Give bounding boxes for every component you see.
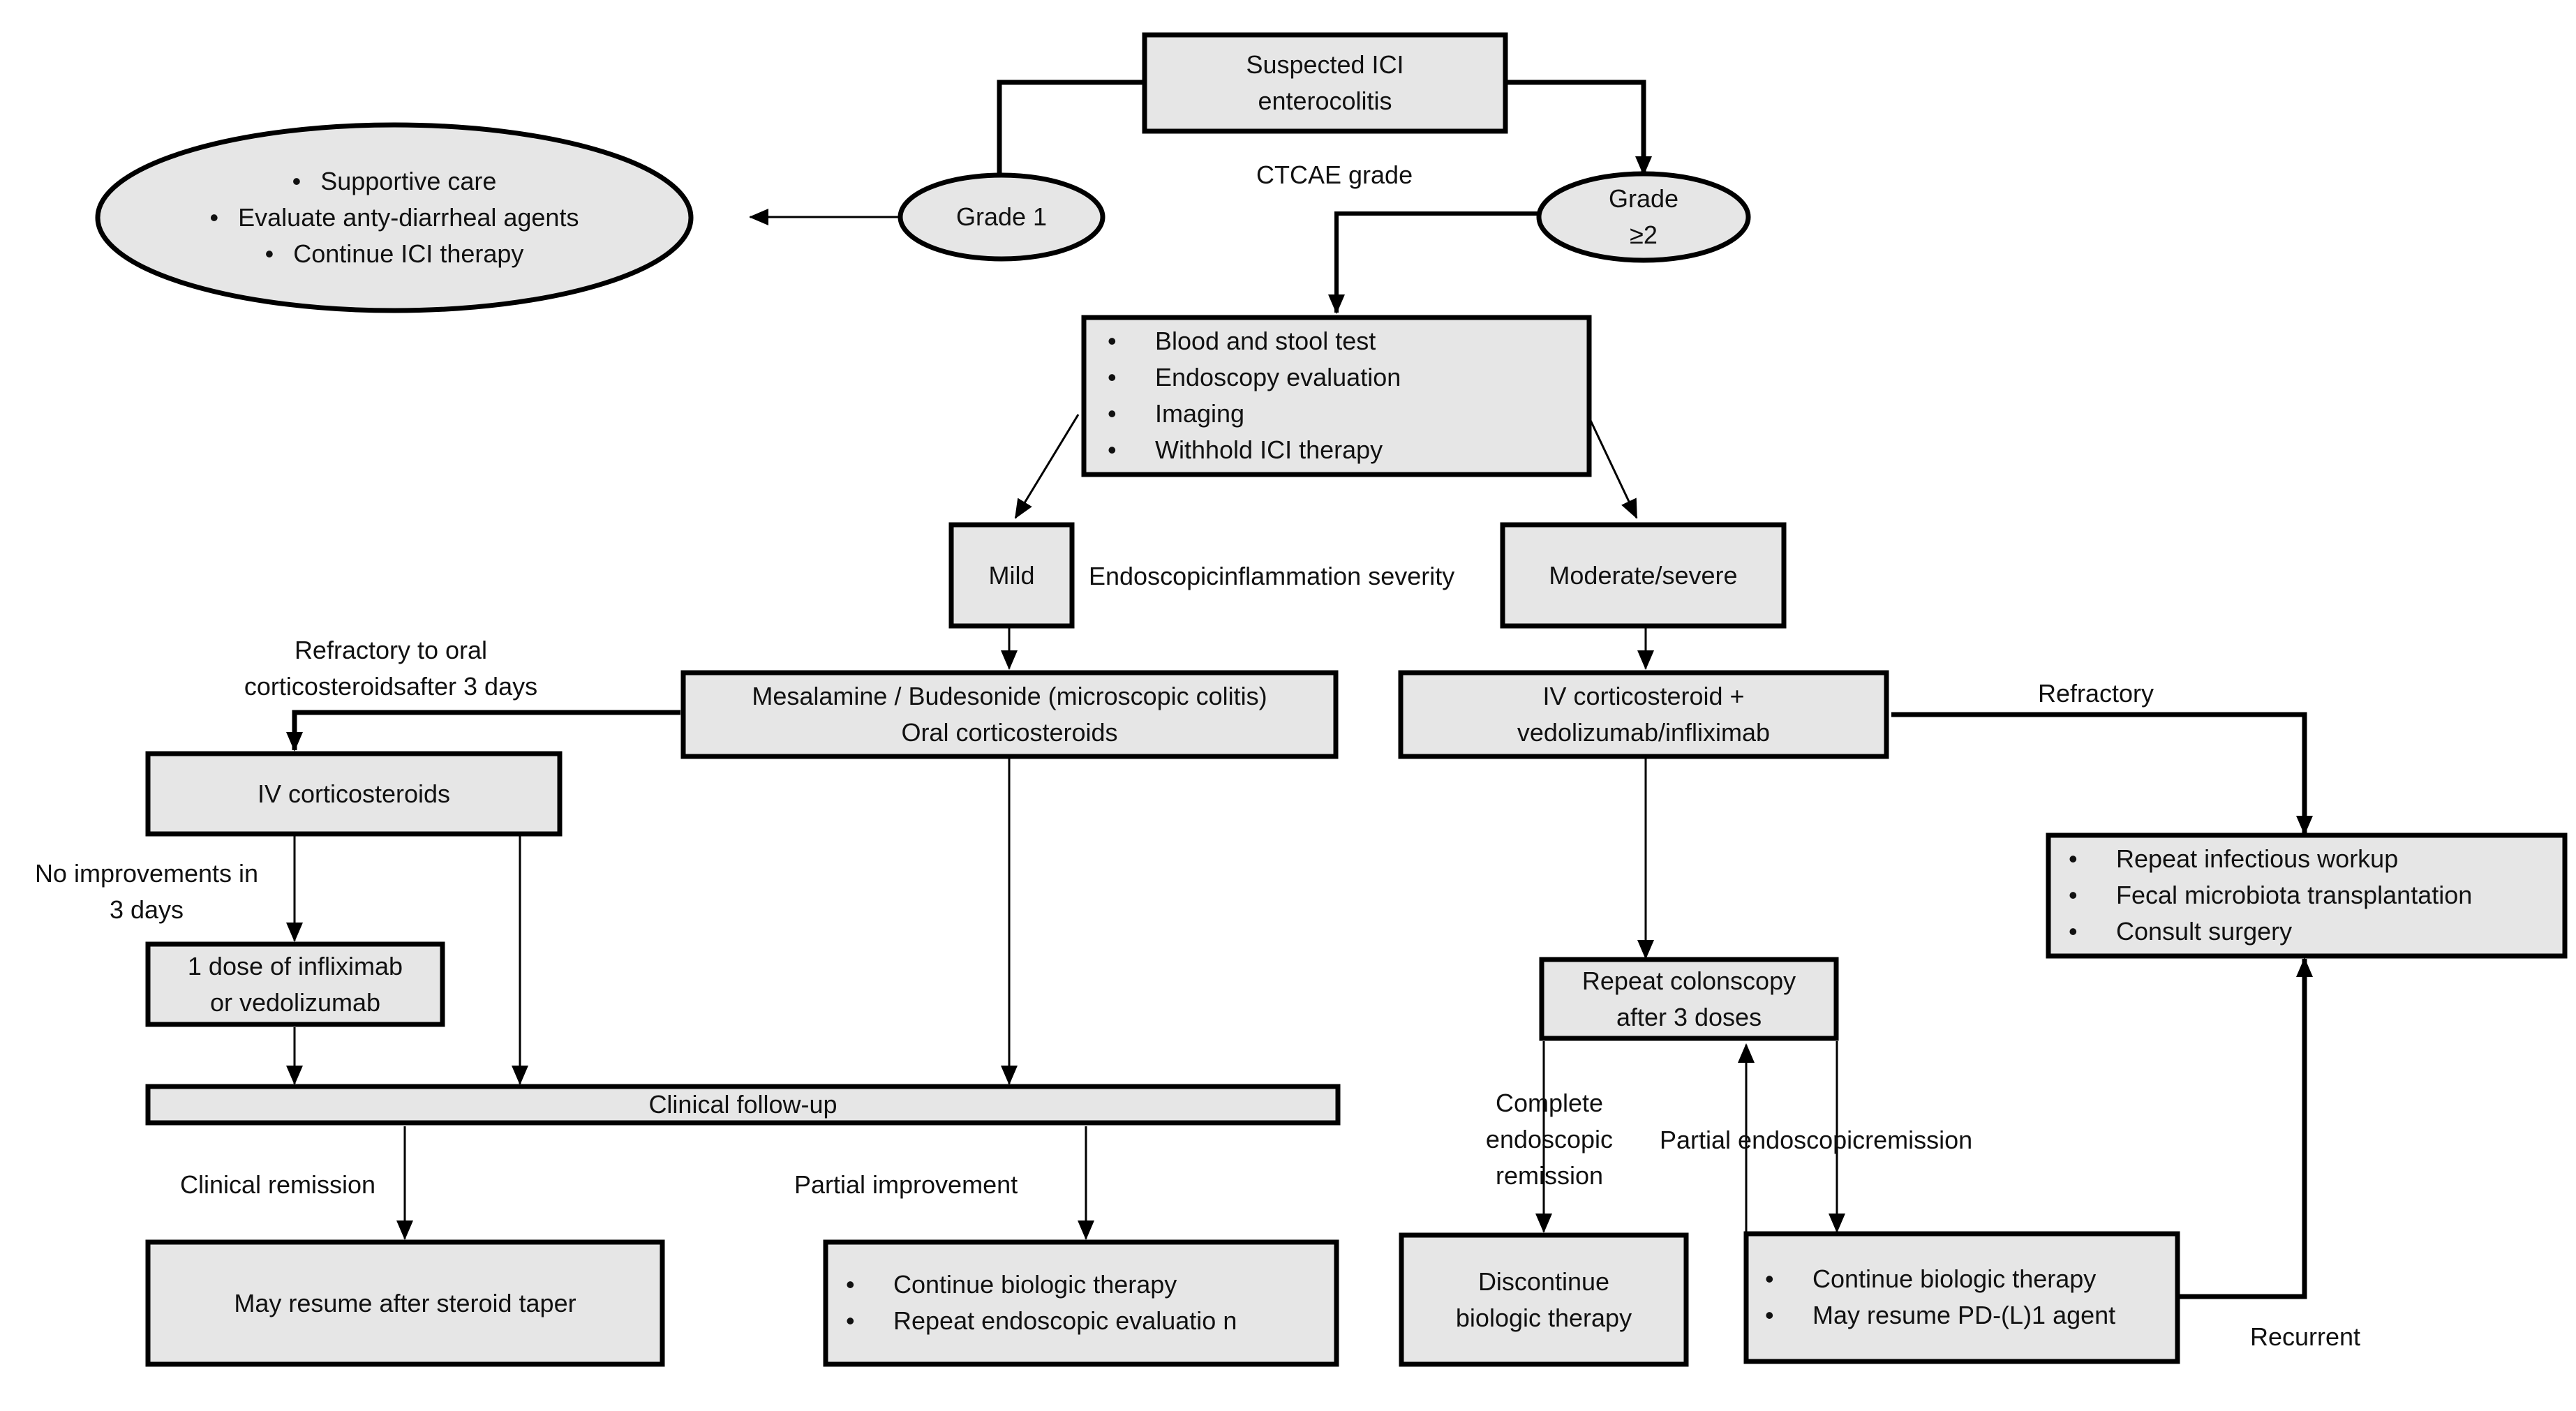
box-moderate [1500, 522, 1787, 629]
connector-workup-mild [1014, 414, 1080, 519]
continue-right-list: Continue biologic therapy May resume PD-… [1750, 1261, 2175, 1334]
box-iv-steroids [145, 751, 563, 837]
continue-left-item: Continue biologic therapy [831, 1267, 1333, 1303]
node-iv-steroids: IV corticosteroids [148, 754, 560, 834]
refractory-action-item: Repeat infectious workup [2053, 841, 2559, 877]
label-refractory: Refractory [2038, 679, 2154, 708]
grade1-actions-list: Supportive care Evaluate anty-diarrheal … [98, 163, 691, 272]
refractory-actions-list: Repeat infectious workup Fecal microbiot… [2053, 841, 2559, 950]
continue-left-list: Continue biologic therapy Repeat endosco… [831, 1267, 1333, 1339]
node-iv-steroids-label: IV corticosteroids [257, 779, 451, 808]
node-grade2-line1: Grade [1608, 184, 1679, 213]
node-infliximab-line2: or vedolizumab [209, 987, 381, 1017]
box-mesalamine [680, 670, 1339, 759]
connector-suspected-grade2 [1505, 80, 1652, 176]
node-moderate: Moderate/severe [1503, 525, 1784, 626]
label-refractory-oral: Refractory to oral corticosteroidsafter … [209, 632, 572, 705]
node-grade2: Grade ≥2 [1539, 174, 1748, 260]
node-clinical-followup: Clinical follow-up [148, 1087, 1338, 1123]
label-complete-remission-line1: Complete [1495, 1089, 1604, 1117]
node-suspected-line1: Suspected ICI [1246, 50, 1404, 79]
ellipse-grade2 [1536, 171, 1751, 263]
box-may-resume [145, 1239, 665, 1367]
box-mild [948, 522, 1075, 629]
node-clinical-followup-label: Clinical follow-up [648, 1090, 837, 1119]
continue-right-item: May resume PD-(L)1 agent [1750, 1297, 2175, 1334]
node-grade1: Grade 1 [900, 175, 1103, 259]
workup-item: Endoscopy evaluation [1092, 359, 1581, 396]
node-suspected: Suspected ICI enterocolitis [1145, 35, 1505, 131]
label-no-improvement-line2: 3 days [109, 895, 184, 924]
node-mild-label: Mild [988, 560, 1035, 590]
box-colonoscopy [1539, 957, 1839, 1041]
box-infliximab [145, 941, 445, 1027]
box-iv-biologic [1398, 670, 1889, 759]
node-iv-biologic-line1: IV corticosteroid + [1542, 682, 1745, 710]
node-colonoscopy-line2: after 3 doses [1616, 1002, 1762, 1031]
label-severity: Endoscopicinflammation severity [1089, 562, 1455, 590]
label-ctcae: CTCAE grade [1256, 160, 1413, 189]
label-clinical-remission: Clinical remission [180, 1170, 376, 1199]
label-refractory-oral-line2: corticosteroidsafter 3 days [244, 672, 538, 701]
connector-mesalamine-ivsteroids [286, 710, 680, 752]
node-may-resume-label: May resume after steroid taper [234, 1288, 576, 1317]
grade1-action-item: Supportive care [98, 163, 691, 200]
label-complete-remission: Complete endoscopic remission [1459, 1085, 1640, 1194]
grade1-action-item: Evaluate anty-diarrheal agents [98, 200, 691, 236]
workup-list: Blood and stool test Endoscopy evaluatio… [1092, 323, 1581, 468]
node-iv-biologic-line2: vedolizumab/infliximab [1517, 718, 1771, 747]
continue-right-item: Continue biologic therapy [1750, 1261, 2175, 1297]
node-moderate-label: Moderate/severe [1549, 560, 1738, 590]
node-mesalamine-line1: Mesalamine / Budesonide (microscopic col… [752, 682, 1267, 710]
connector-suspected-grade1 [991, 80, 1145, 204]
label-complete-remission-line3: remission [1495, 1161, 1604, 1190]
connector-ivbiologic-refractory [1891, 712, 2313, 835]
node-may-resume: May resume after steroid taper [148, 1242, 662, 1364]
node-mesalamine: Mesalamine / Budesonide (microscopic col… [683, 673, 1336, 756]
connectors [286, 80, 2313, 1299]
node-colonoscopy-line1: Repeat colonscopy [1581, 966, 1796, 995]
node-mesalamine-line2: Oral corticosteroids [901, 718, 1118, 747]
refractory-action-item: Fecal microbiota transplantation [2053, 877, 2559, 913]
label-no-improvement: No improvements in 3 days [14, 856, 279, 928]
continue-left-item: Repeat endoscopic evaluatio n [831, 1303, 1333, 1339]
workup-item: Blood and stool test [1092, 323, 1581, 359]
node-discontinue-line1: Discontinue [1477, 1267, 1610, 1296]
connector-recurrent [2177, 957, 2313, 1299]
box-clinical-followup [145, 1084, 1341, 1126]
connector-workup-moderate [1586, 414, 1638, 519]
label-partial-improvement: Partial improvement [794, 1170, 1018, 1199]
ellipse-grade1 [898, 172, 1105, 262]
grade1-action-item: Continue ICI therapy [98, 236, 691, 272]
node-infliximab: 1 dose of infliximab or vedolizumab [148, 944, 442, 1024]
refractory-action-item: Consult surgery [2053, 913, 2559, 950]
node-grade1-label: Grade 1 [955, 202, 1048, 231]
node-infliximab-line1: 1 dose of infliximab [187, 951, 403, 980]
node-discontinue: Discontinue biologic therapy [1401, 1235, 1686, 1364]
node-grade2-line2: ≥2 [1630, 221, 1658, 249]
workup-item: Imaging [1092, 396, 1581, 432]
node-iv-biologic: IV corticosteroid + vedolizumab/inflixim… [1401, 673, 1886, 756]
label-no-improvement-line1: No improvements in [34, 859, 259, 888]
label-partial-remission: Partial endoscopicremission [1660, 1126, 1973, 1154]
label-recurrent: Recurrent [2250, 1322, 2361, 1351]
box-suspected [1142, 32, 1508, 134]
box-discontinue [1399, 1232, 1689, 1367]
workup-item: Withhold ICI therapy [1092, 432, 1581, 468]
node-colonoscopy: Repeat colonscopy after 3 doses [1542, 960, 1836, 1038]
node-mild: Mild [951, 525, 1072, 626]
node-discontinue-line2: biologic therapy [1455, 1303, 1632, 1332]
label-complete-remission-line2: endoscopic [1485, 1125, 1614, 1154]
label-refractory-oral-line1: Refractory to oral [294, 636, 488, 664]
connector-grade2-workup [1328, 211, 1539, 314]
node-suspected-line2: enterocolitis [1258, 87, 1392, 115]
